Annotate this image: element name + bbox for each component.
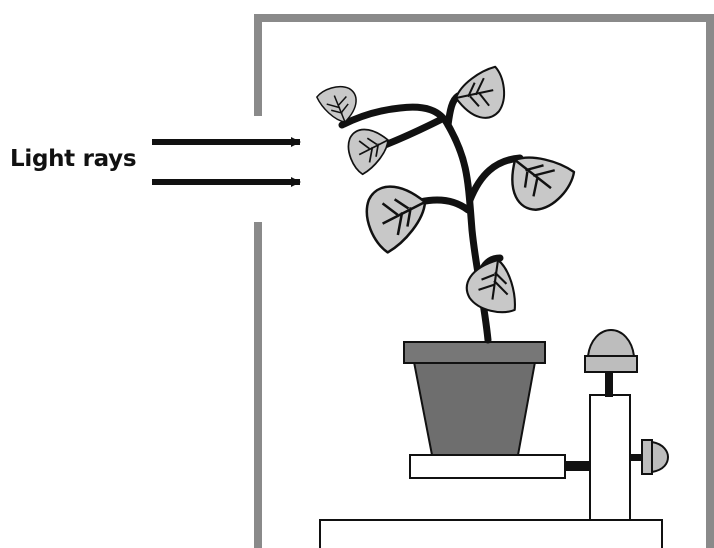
clinostat-top-cap — [588, 330, 634, 356]
clinostat-top-base — [585, 356, 637, 372]
leaf — [496, 140, 577, 220]
clinostat-connector — [564, 462, 590, 470]
flower-pot — [404, 342, 545, 455]
leaf — [340, 120, 396, 176]
clinostat-side-base — [642, 440, 652, 474]
clinostat-top-shaft — [606, 372, 612, 396]
pot-stand — [410, 455, 565, 478]
plant-leaves — [316, 66, 577, 313]
pot-rim — [404, 342, 545, 363]
leaf — [451, 66, 511, 124]
pot-body — [414, 362, 535, 455]
leaf — [465, 258, 519, 314]
clinostat-column — [590, 395, 630, 520]
base-platform — [320, 520, 662, 548]
leaf — [355, 172, 438, 254]
clinostat — [564, 330, 668, 520]
clinostat-side-cap — [652, 442, 668, 472]
